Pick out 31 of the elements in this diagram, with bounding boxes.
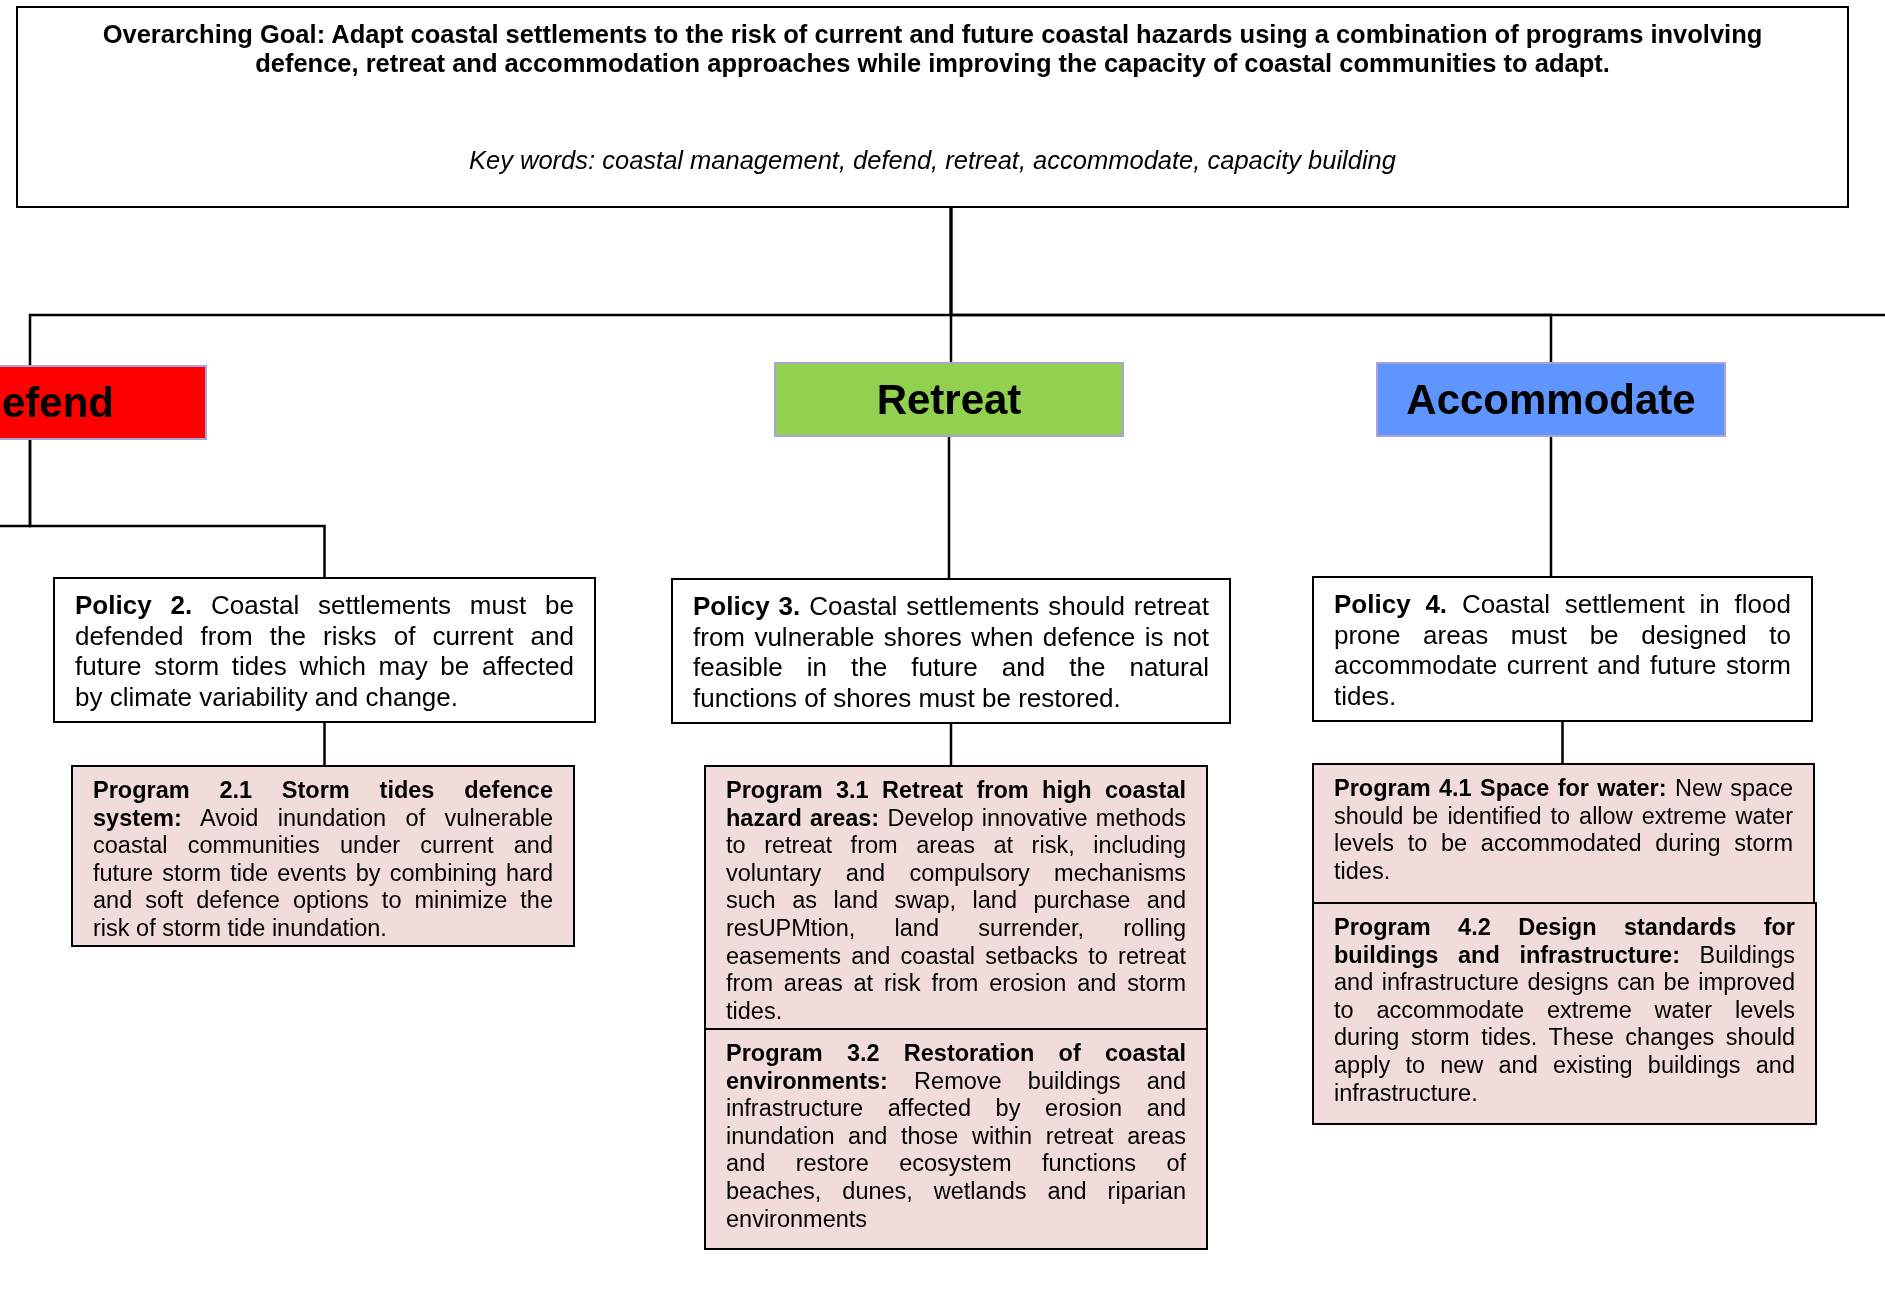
policy-text: Policy 2. Coastal settlements must be defended from the risks of current and future storm tides which may be affected by climate variability and change. [75,590,574,712]
policy-text: Policy 4. Coastal settlement in flood prone areas must be designed to accommodate current and future storm tides. [1334,589,1791,711]
policy-box [671,578,1231,724]
program-text: Program 4.2 Design standards for buildings and infrastructure: Buildings and infrastructure designs can be improved to accommodate extreme water levels during storm tides. These changes should apply to new and existing buildings and infrastructure. [1334,914,1795,1108]
program-box [1312,902,1817,1125]
connector-line [1561,722,1564,763]
policy-text: Policy 3. Coastal settlements should retreat from vulnerable shores when defence is not feasible in the future and the natural functions of shores must be restored. [693,591,1209,713]
connector-line [947,437,951,578]
program-box [704,1028,1208,1250]
category-box [774,362,1124,437]
connector-line [1549,437,1553,576]
category-title: Accommodate [1406,375,1696,424]
program-text: Program 3.2 Restoration of coastal environments: Remove buildings and infrastructure affected by erosion and inundation and those within retreat areas and restore ecosystem functions of beaches, dunes, wetlands and riparian environments [726,1040,1186,1234]
category-title: Retreat [876,375,1022,424]
program-box [1312,763,1815,904]
program-text: Program 4.1 Space for water: New space should be identified to allow extreme water levels to be accommodated during storm tides. [1334,775,1793,886]
connector-line [949,208,1885,317]
policy-box [1312,576,1813,722]
program-text: Program 2.1 Storm tides defence system: Avoid inundation of vulnerable coastal communities under current and future storm tide events by combining hard and soft defence options to minimize the risk of storm tide inundation. [93,777,553,943]
policy-box [53,577,596,723]
connector-line [949,724,953,765]
connector-line [0,440,32,528]
goal-text: Overarching Goal: Adapt coastal settlements to the risk of current and future coastal hazards using a combination of programs involving defence, retreat and accommodation approaches while improving the capacity of coastal communities to adapt. [101,20,1764,78]
category-box [1376,362,1726,437]
goal-box [16,6,1849,208]
category-box [0,365,207,440]
program-box [71,765,575,947]
keywords-text: Key words: coastal management, defend, retreat, accommodate, capacity building [468,146,1397,175]
program-text: Program 3.1 Retreat from high coastal hazard areas: Develop innovative methods to retreat from areas at risk, including voluntary and compulsory mechanisms such as land swap, land purchase and resUPMtion, land surrender, rolling easements and coastal setbacks to retreat from areas at risk from erosion and storm tides. [726,777,1186,1026]
category-title: efend [2,378,114,427]
connector-line [323,723,326,765]
